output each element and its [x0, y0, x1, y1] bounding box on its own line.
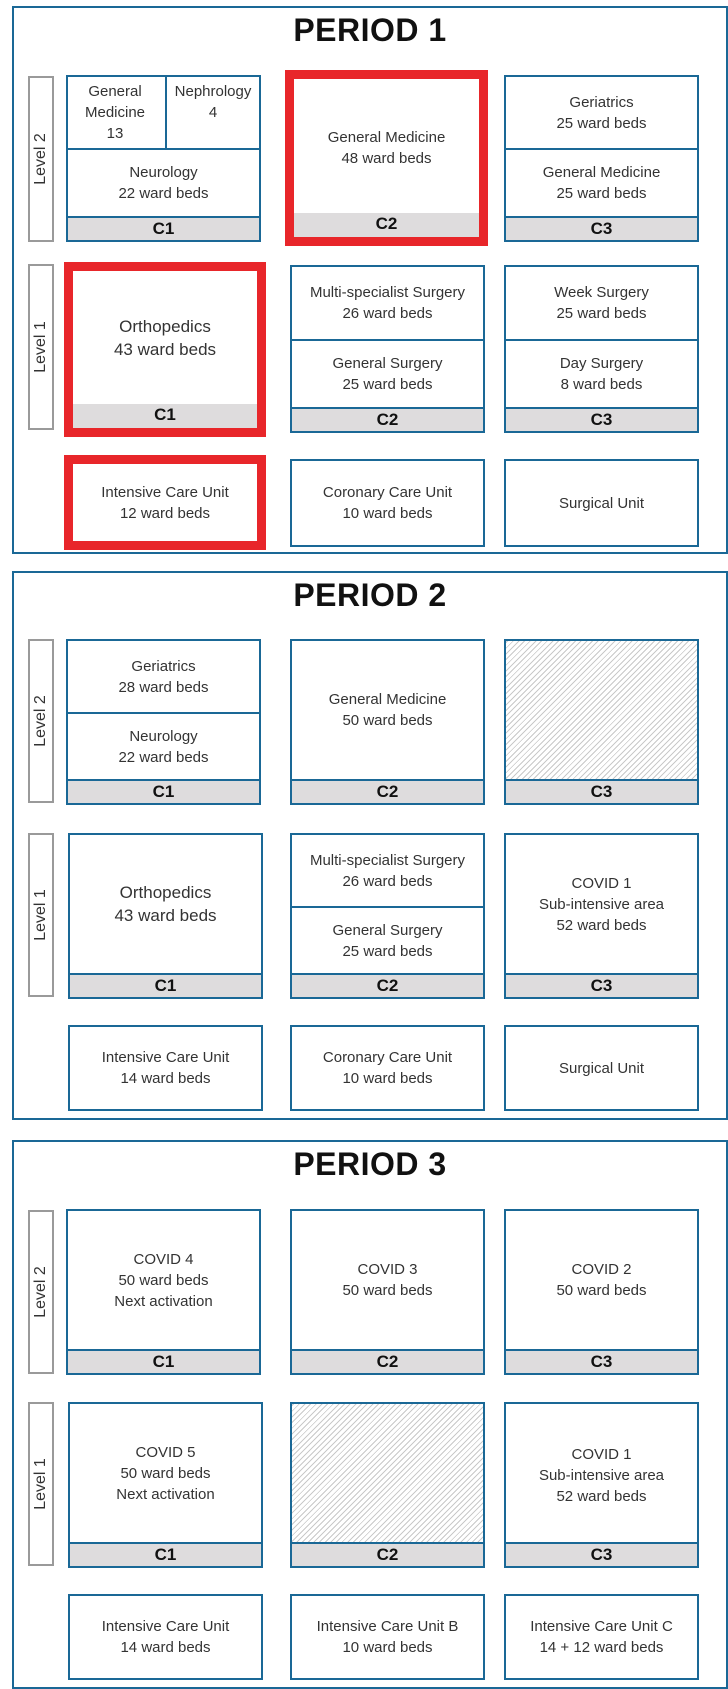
building-label: C3 — [506, 1349, 697, 1373]
building-c3-level-2: COVID 2 50 ward beds C3 — [504, 1209, 699, 1375]
period-title: PERIOD 1 — [293, 12, 447, 48]
ward-neurology: Neurology 22 ward beds — [68, 148, 259, 216]
period-3-panel: PERIOD 3 Level 2 COVID 4 50 ward beds Ne… — [12, 1140, 728, 1689]
building-c3-level-1: Week Surgery 25 ward beds Day Surgery 8 … — [504, 265, 699, 433]
building-label: C2 — [292, 973, 483, 997]
building-c3-level-2: Geriatrics 25 ward beds General Medicine… — [504, 75, 699, 242]
level-label: Level 1 — [32, 321, 49, 373]
building-label: C1 — [70, 973, 261, 997]
building-label: C3 — [506, 1542, 697, 1566]
level-1-bar: Level 1 — [28, 833, 54, 997]
unit-coronary-care: Coronary Care Unit 10 ward beds — [290, 459, 485, 547]
building-c1-level-2: COVID 4 50 ward beds Next activation C1 — [66, 1209, 261, 1375]
building-c3-level-2-empty: C3 — [504, 639, 699, 805]
ward-geriatrics: Geriatrics 28 ward beds — [118, 657, 209, 696]
unit-surgical: Surgical Unit — [504, 1025, 699, 1111]
unit-intensive-care: Intensive Care Unit 14 ward beds — [68, 1594, 263, 1680]
level-1-bar: Level 1 — [28, 264, 54, 430]
ward-covid-2: COVID 2 50 ward beds — [556, 1261, 647, 1299]
period-2-panel: PERIOD 2 Level 2 Geriatrics 28 ward beds… — [12, 571, 728, 1120]
period-title: PERIOD 2 — [293, 577, 447, 613]
level-1-bar: Level 1 — [28, 1402, 54, 1566]
unit-text: Coronary Care Unit 10 ward beds — [322, 1049, 453, 1087]
ward-week-surgery: Week Surgery 25 ward beds — [554, 284, 649, 322]
ward-general-medicine: General Medicine 50 ward beds — [328, 691, 447, 729]
unit-text: Intensive Care Unit 14 ward beds — [101, 1049, 230, 1087]
unit-text: Coronary Care Unit 10 ward beds — [322, 484, 453, 522]
unit-intensive-care-c: Intensive Care Unit C 14 + 12 ward beds — [504, 1594, 699, 1680]
building-label: C1 — [68, 779, 259, 803]
ward-multi-specialist-surgery: Multi-specialist Surgery 26 ward beds — [309, 284, 466, 322]
building-c2-level-1: Multi-specialist Surgery 26 ward beds Ge… — [290, 833, 485, 999]
unit-text: Surgical Unit — [558, 1059, 645, 1077]
ward-general-medicine: General Medicine 25 ward beds — [506, 148, 697, 216]
building-label: C2 — [292, 407, 483, 431]
building-c1-level-2: Geriatrics 28 ward beds Neurology 22 war… — [66, 639, 261, 805]
period-title: PERIOD 3 — [293, 1146, 447, 1182]
building-label: C2 — [292, 779, 483, 803]
building-label: C2 — [292, 1349, 483, 1373]
building-c2-level-2: COVID 3 50 ward beds C2 — [290, 1209, 485, 1375]
unit-text: Intensive Care Unit 14 ward beds — [101, 1618, 230, 1656]
building-c1-level-2: General Medicine 13 Nephrology 4 Neurolo… — [66, 75, 261, 242]
unit-surgical: Surgical Unit — [504, 459, 699, 547]
building-label: C3 — [506, 216, 697, 240]
level-label: Level 1 — [32, 889, 49, 941]
building-c3-level-1: COVID 1 Sub-intensive area 52 ward beds … — [504, 1402, 699, 1568]
period-1-panel: PERIOD 1 Level 2 General Medicine 13 Nep… — [12, 6, 728, 554]
ward-geriatrics: Geriatrics 25 ward beds — [556, 93, 647, 132]
ward-day-surgery: Day Surgery 8 ward beds — [506, 339, 697, 407]
unit-intensive-care-highlighted: Intensive Care Unit 12 ward beds — [64, 455, 266, 550]
ward-multi-specialist-surgery: Multi-specialist Surgery 26 ward beds — [309, 851, 466, 890]
ward-general-surgery: General Surgery 25 ward beds — [292, 906, 483, 973]
ward-covid-3: COVID 3 50 ward beds — [342, 1261, 433, 1299]
unused-area-hatch — [292, 1404, 483, 1542]
ward-covid-1: COVID 1 Sub-intensive area 52 ward beds — [538, 875, 665, 934]
ward-general-surgery: General Surgery 25 ward beds — [292, 339, 483, 407]
ward-general-medicine: General Medicine 48 ward beds — [327, 129, 446, 167]
ward-covid-1: COVID 1 Sub-intensive area 52 ward beds — [538, 1446, 665, 1505]
unit-text: Surgical Unit — [558, 494, 645, 512]
building-label: C1 — [68, 216, 259, 240]
level-2-bar: Level 2 — [28, 76, 54, 242]
building-label: C1 — [68, 1349, 259, 1373]
building-c2-level-2-highlighted: General Medicine 48 ward beds C2 — [285, 70, 488, 246]
building-label: C3 — [506, 973, 697, 997]
level-label: Level 2 — [32, 1266, 49, 1318]
level-label: Level 2 — [32, 133, 49, 185]
building-c2-level-2: General Medicine 50 ward beds C2 — [290, 639, 485, 805]
building-label: C1 — [70, 1542, 261, 1566]
ward-neurology: Neurology 22 ward beds — [68, 712, 259, 779]
building-c3-level-1: COVID 1 Sub-intensive area 52 ward beds … — [504, 833, 699, 999]
unit-text: Intensive Care Unit 12 ward beds — [101, 483, 229, 522]
building-label: C3 — [506, 779, 697, 803]
building-label: C2 — [294, 213, 479, 237]
building-c1-level-1: Orthopedics 43 ward beds C1 — [68, 833, 263, 999]
level-label: Level 2 — [32, 695, 49, 747]
unit-text: Intensive Care Unit B 10 ward beds — [316, 1618, 459, 1656]
unit-coronary-care: Coronary Care Unit 10 ward beds — [290, 1025, 485, 1111]
building-c1-level-1: COVID 5 50 ward beds Next activation C1 — [68, 1402, 263, 1568]
ward-general-medicine: General Medicine 13 — [84, 83, 146, 142]
level-2-bar: Level 2 — [28, 1210, 54, 1374]
unit-intensive-care: Intensive Care Unit 14 ward beds — [68, 1025, 263, 1111]
unit-text: Intensive Care Unit C 14 + 12 ward beds — [530, 1618, 673, 1656]
unit-intensive-care-b: Intensive Care Unit B 10 ward beds — [290, 1594, 485, 1680]
unused-area-hatch — [506, 641, 697, 779]
level-label: Level 1 — [32, 1458, 49, 1510]
building-c2-level-1-empty: C2 — [290, 1402, 485, 1568]
ward-covid-4: COVID 4 50 ward beds Next activation — [114, 1250, 213, 1310]
building-c2-level-1: Multi-specialist Surgery 26 ward beds Ge… — [290, 265, 485, 433]
building-label: C2 — [292, 1542, 483, 1566]
ward-orthopedics: Orthopedics 43 ward beds — [114, 883, 217, 925]
ward-orthopedics: Orthopedics 43 ward beds — [113, 316, 217, 359]
building-c1-level-1-highlighted: Orthopedics 43 ward beds C1 — [64, 262, 266, 437]
ward-nephrology: Nephrology 4 — [165, 77, 259, 148]
building-label: C3 — [506, 407, 697, 431]
ward-covid-5: COVID 5 50 ward beds Next activation — [116, 1443, 215, 1503]
building-label: C1 — [73, 404, 257, 428]
level-2-bar: Level 2 — [28, 639, 54, 803]
